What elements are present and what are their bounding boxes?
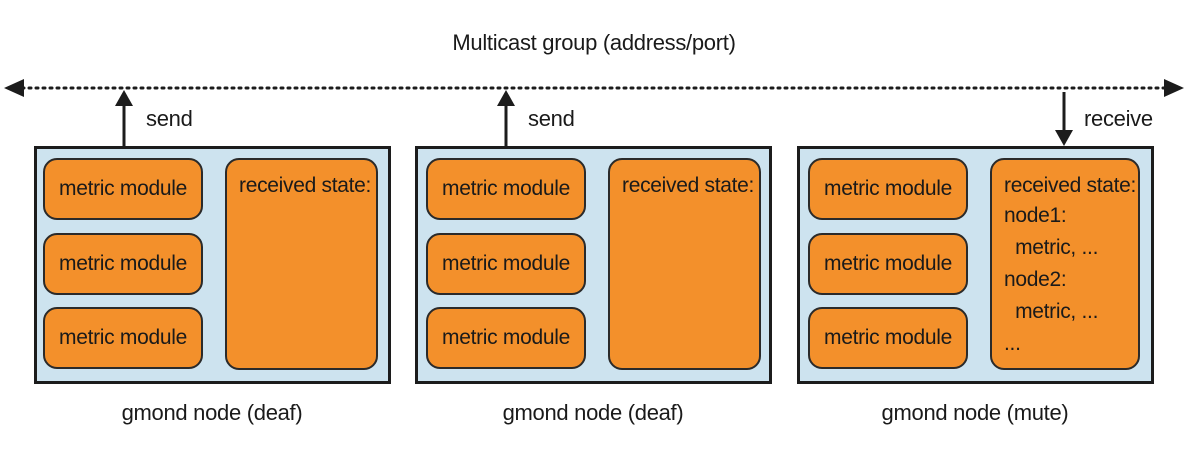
node3-receive-label: receive xyxy=(1084,106,1153,131)
received-state-panel: received state: xyxy=(225,158,378,370)
received-state-title: received state: xyxy=(622,174,755,197)
received-state-line: metric, ... xyxy=(1004,236,1099,259)
received-state-line: node2: xyxy=(1004,268,1067,291)
multicast-bus-right-arrowhead xyxy=(1164,79,1184,97)
metric-module: metric module xyxy=(426,158,586,220)
metric-module: metric module xyxy=(808,233,968,295)
received-state-title: received state: xyxy=(239,174,372,197)
received-state-panel: received state: xyxy=(608,158,761,370)
multicast-bus-left-arrowhead xyxy=(4,79,24,97)
metric-module: metric module xyxy=(808,158,968,220)
node3-receive-arrowhead xyxy=(1055,130,1073,146)
node2-send-arrowhead xyxy=(497,90,515,106)
node1-send-arrowhead xyxy=(115,90,133,106)
multicast-group-label: Multicast group (address/port) xyxy=(452,30,736,55)
received-state-line: node1: xyxy=(1004,204,1067,227)
metric-module: metric module xyxy=(43,158,203,220)
node2-send-label: send xyxy=(528,106,575,131)
metric-module: metric module xyxy=(426,233,586,295)
node1-send-label: send xyxy=(146,106,193,131)
received-state-line: ... xyxy=(1004,332,1021,355)
node1-caption: gmond node (deaf) xyxy=(121,400,303,425)
metric-module: metric module xyxy=(43,233,203,295)
metric-module: metric module xyxy=(43,307,203,369)
received-state-panel: received state: node1: metric, ... node2… xyxy=(990,158,1140,370)
metric-module: metric module xyxy=(426,307,586,369)
received-state-line: metric, ... xyxy=(1004,300,1099,323)
node3-caption: gmond node (mute) xyxy=(881,400,1069,425)
received-state-title: received state: xyxy=(1004,174,1137,197)
node2-caption: gmond node (deaf) xyxy=(502,400,684,425)
metric-module: metric module xyxy=(808,307,968,369)
